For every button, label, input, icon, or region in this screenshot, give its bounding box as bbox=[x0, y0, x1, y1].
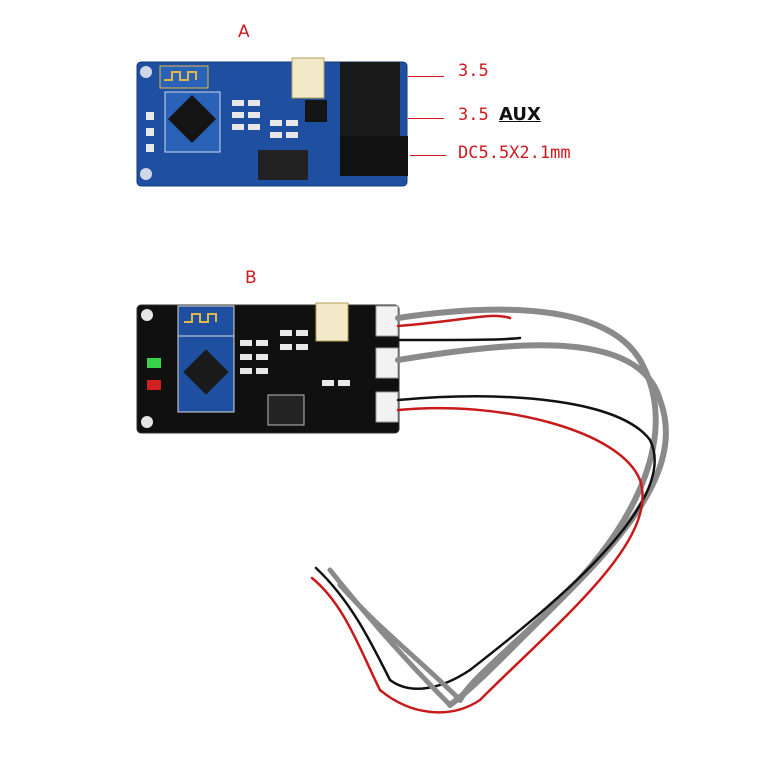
callout-dc: DC5.5X2.1mm bbox=[458, 142, 571, 163]
callout-line-aux bbox=[408, 118, 444, 119]
callout-aux: 3.5 AUX bbox=[458, 104, 541, 125]
callout-aux-suffix: AUX bbox=[498, 104, 541, 125]
callout-jack-1: 3.5 bbox=[458, 60, 489, 81]
cables bbox=[310, 306, 669, 714]
board-b-label: B bbox=[245, 268, 257, 288]
callout-dc-text: DC5.5X2.1mm bbox=[458, 143, 571, 163]
callout-jack-1-text: 3.5 bbox=[458, 61, 489, 81]
board-a-label: A bbox=[238, 22, 250, 42]
callout-line-dc bbox=[410, 155, 446, 156]
board-a bbox=[136, 57, 408, 187]
callout-line-jack-1 bbox=[408, 76, 444, 77]
board-b bbox=[136, 302, 400, 434]
callout-aux-text: 3.5 bbox=[458, 105, 499, 125]
